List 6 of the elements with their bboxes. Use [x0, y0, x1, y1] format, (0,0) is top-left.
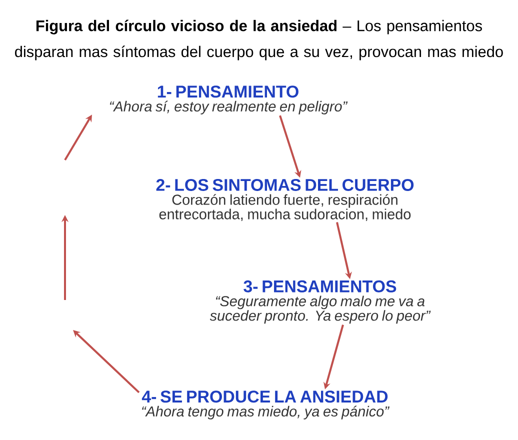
- step-text: 1- PENSAMIENTO “Ahora sí, estoy realmente en peligro”: [110, 86, 348, 114]
- title: Figura del círculo vicioso de la ansiedad – Los pensamientos disparan mas síntomas del cuerpo que a su vez, provocan mas miedo: [15, 20, 503, 60]
- arrow: [73, 330, 140, 394]
- step-text: 3- PENSAMIENTOS “Seguramente algo malo me va a suceder pronto. Ya espero lo peor”: [210, 280, 431, 324]
- step-text: 4- SE PRODUCE LA ANSIEDAD “Ahora tengo mas miedo, ya es pánico”: [142, 390, 390, 420]
- step-text: 2- LOS SINTOMAS DEL CUERPO Corazón latiendo fuerte, respiración entrecortada, mucha sudoracion, miedo: [156, 178, 414, 222]
